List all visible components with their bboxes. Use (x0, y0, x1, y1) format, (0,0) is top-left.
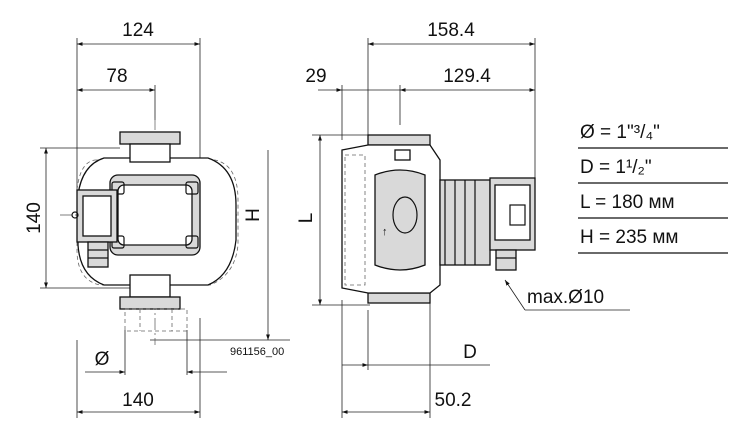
spec-row-h: H = 235 мм (580, 227, 678, 248)
spec-row-l: L = 180 мм (580, 192, 675, 213)
dim-front-78: 78 (106, 66, 127, 87)
svg-text:↑: ↑ (382, 226, 388, 238)
dim-side-d: D (463, 342, 477, 363)
dim-side-129-4: 129.4 (443, 66, 491, 87)
dim-front-diameter: Ø (95, 349, 110, 370)
spec-row-diameter: Ø = 1"³/₄" (580, 122, 660, 143)
dim-front-h: H (243, 208, 264, 222)
dim-front-140-bottom: 140 (122, 390, 154, 411)
dim-side-158-4: 158.4 (427, 20, 475, 41)
dim-side-29: 29 (305, 66, 326, 87)
dim-front-124: 124 (122, 20, 154, 41)
spec-row-d: D = 1¹/₂" (580, 157, 652, 178)
dim-front-140-vertical: 140 (24, 202, 45, 234)
front-view: 124 78 140 140 Ø H 961156_00 (24, 20, 290, 418)
spec-table: Ø = 1"³/₄" D = 1¹/₂" L = 180 мм H = 235 … (578, 122, 728, 254)
side-view: ↑ 158.4 29 129.4 L D 50.2 max.Ø10 (296, 20, 630, 418)
dim-side-50-2: 50.2 (435, 390, 472, 411)
drawing-code: 961156_00 (230, 346, 284, 358)
dim-side-l: L (296, 213, 317, 224)
dim-cable-gland: max.Ø10 (527, 287, 604, 308)
